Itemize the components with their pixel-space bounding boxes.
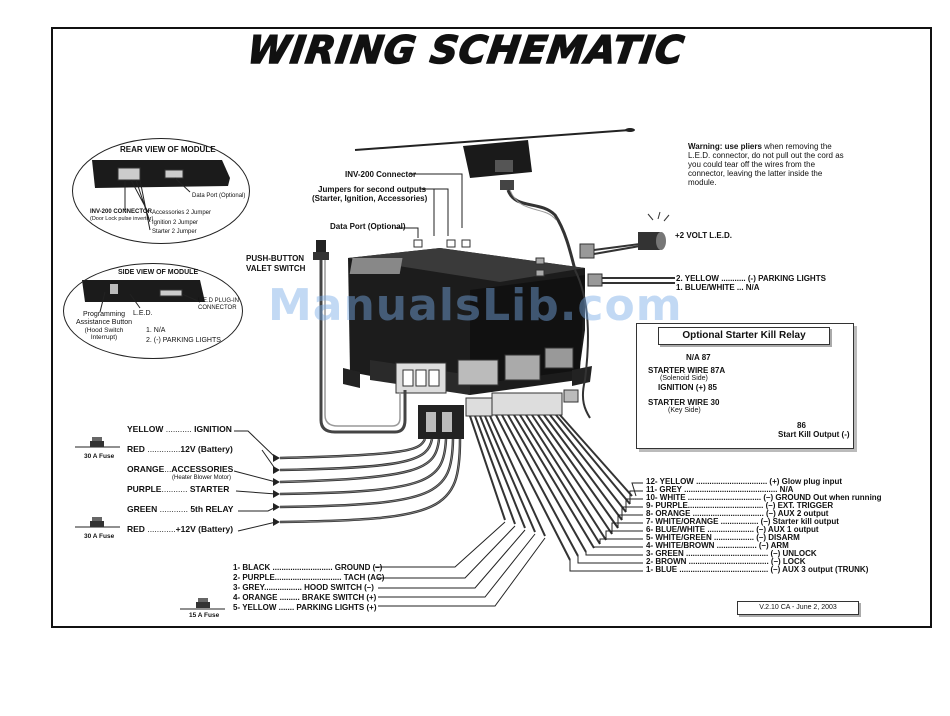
warning-note: Warning: use pliers when removing the L.… <box>688 142 848 187</box>
side-pin2-label: 2. (-) PARKING LIGHTS <box>146 337 221 344</box>
rear-ignition-jumper: Ignition 2 Jumper <box>152 220 199 226</box>
led-connector <box>563 211 675 419</box>
relay-ignition85: IGNITION (+) 85 <box>658 383 717 392</box>
rear-view-oval <box>72 138 250 244</box>
five-pin-4: 4- ORANGE ......... BRAKE SWITCH (+) <box>233 593 377 602</box>
heavy-wire-4: PURPLE........... STARTER <box>127 484 229 494</box>
fuse-label-3: 15 A Fuse <box>189 612 220 619</box>
twelve-pin-12: 12- YELLOW .............................… <box>646 477 843 486</box>
yellow-parking-label: 2. YELLOW ........... (-) PARKING LIGHTS <box>676 274 826 283</box>
wire-function: IGNITION <box>194 424 232 434</box>
side-prog-sub-label: (Hood Switch Interrupt) <box>84 327 124 341</box>
wire-name: RED <box>127 444 145 454</box>
watermark: ManualsLib.com <box>268 280 683 331</box>
wire-name: YELLOW <box>127 424 164 434</box>
five-pin-connector <box>375 397 546 607</box>
wire-dots: ... <box>164 464 172 474</box>
heavy-wire-5: GREEN ............ 5th RELAY <box>127 504 233 514</box>
version-label: V.2.10 CA - June 2, 2003 <box>737 601 859 615</box>
blue-white-na-label: 1. BLUE/WHITE ... N/A <box>676 283 760 292</box>
antenna-module <box>354 128 635 271</box>
twelve-pin-1: 1- BLUE ................................… <box>646 565 869 574</box>
rear-view-title: REAR VIEW OF MODULE <box>120 145 216 154</box>
heavy-wire-1: YELLOW ........... IGNITION <box>127 424 232 434</box>
twelve-pin-4: 4- WHITE/BROWN .................. (–) AR… <box>646 541 789 550</box>
side-view-title: SIDE VIEW OF MODULE <box>118 269 199 276</box>
wire-dots: ............ <box>159 504 188 514</box>
rear-starter-jumper: Starter 2 Jumper <box>152 229 197 235</box>
wire-function: +12V (Battery) <box>175 524 234 534</box>
side-led-label: L.E.D. <box>133 310 153 317</box>
heavy-wire-3: ORANGE...ACCESSORIES <box>127 464 233 474</box>
twelve-pin-11: 11- GREY ...............................… <box>646 485 794 494</box>
side-view-oval <box>63 263 243 359</box>
valet-switch-label-2: VALET SWITCH <box>246 264 306 273</box>
rear-inv-connector-label: INV-200 CONNECTOR <box>90 209 152 215</box>
warning-text: when removing the L.E.D. connector, do n… <box>688 142 844 187</box>
heavy-wire-6: RED ............+12V (Battery) <box>127 524 233 534</box>
wire-name: ORANGE <box>127 464 165 474</box>
twelve-pin-connector <box>491 392 643 572</box>
side-prog-button-label: Programming Assistance Button <box>75 311 133 326</box>
twelve-pin-3: 3- GREEN ...............................… <box>646 549 817 558</box>
twelve-pin-9: 9- PURPLE...............................… <box>646 501 834 510</box>
wire-dots: ........... <box>165 424 192 434</box>
five-pin-2: 2- PURPLE.............................. … <box>233 573 385 582</box>
twelve-pin-5: 5- WHITE/GREEN .................. (–) DI… <box>646 533 800 542</box>
twelve-pin-10: 10- WHITE ..............................… <box>646 493 882 502</box>
wire-dots: .............. <box>147 444 181 454</box>
twelve-pin-8: 8- ORANGE ..............................… <box>646 509 829 518</box>
relay-title: Optional Starter Kill Relay <box>658 327 830 345</box>
twelve-pin-7: 7- WHITE/ORANGE ................. (–) St… <box>646 517 839 526</box>
rear-inv-sub-label: (Door Lock pulse inverter) <box>90 216 154 222</box>
fuse-label-1: 30 A Fuse <box>84 453 115 460</box>
five-pin-5: 5- YELLOW ....... PARKING LIGHTS (+) <box>233 603 377 612</box>
relay-86-label: Start Kill Output (-) <box>778 430 850 439</box>
valet-switch-label-1: PUSH-BUTTON <box>246 254 305 263</box>
wire-name: RED <box>127 524 145 534</box>
jumpers-sub-label: (Starter, Ignition, Accessories) <box>312 194 428 203</box>
warning-bold: Warning: use pliers <box>688 142 762 151</box>
fuse-icon <box>75 437 225 610</box>
led-volt-label: +2 VOLT L.E.D. <box>675 231 732 240</box>
relay-starter87a: STARTER WIRE 87A <box>648 366 726 375</box>
rear-data-port-label: Data Port (Optional) <box>192 193 246 199</box>
five-pin-3: 3- GREY................. HOOD SWITCH (–) <box>233 583 374 592</box>
fuse-label-2: 30 A Fuse <box>84 533 115 540</box>
wire-function: 12V (Battery) <box>180 444 233 454</box>
heavy-wire-2: RED ..............12V (Battery) <box>127 444 233 454</box>
side-led-plug-label: L.E.D PLUG-IN CONNECTOR <box>198 298 240 311</box>
twelve-pin-6: 6- BLUE/WHITE ..................... (–) … <box>646 525 819 534</box>
five-pin-1: 1- BLACK ........................... GRO… <box>233 563 383 572</box>
heavy-wire-3-sub: (Heater Blower Motor) <box>172 475 232 481</box>
wire-dots: ........... <box>161 484 188 494</box>
valet-switch <box>313 240 407 434</box>
twelve-pin-2: 2- BROWN ...............................… <box>646 557 806 566</box>
wire-name: GREEN <box>127 504 158 514</box>
heavy-connector <box>279 405 464 524</box>
side-pin1-label: 1. N/A <box>146 327 166 334</box>
relay-starter87a-sub: (Solenoid Side) <box>660 375 708 382</box>
relay-starter30: STARTER WIRE 30 <box>648 398 720 407</box>
main-module <box>343 239 592 395</box>
page-title: WIRING SCHEMATIC <box>244 27 688 73</box>
jumpers-label: Jumpers for second outputs <box>318 185 427 194</box>
wire-function: ACCESSORIES <box>171 464 234 474</box>
relay-starter30-sub: (Key Side) <box>668 407 701 414</box>
inv200-connector-label: INV-200 Connector <box>345 170 417 179</box>
wire-dots: ............ <box>147 524 176 534</box>
data-port-label: Data Port (Optional) <box>330 222 406 231</box>
wire-function: 5th RELAY <box>190 504 234 514</box>
rear-accessories-jumper: Accessories 2 Jumper <box>152 210 212 216</box>
relay-86: 86 <box>797 421 806 430</box>
wire-function: STARTER <box>189 484 230 494</box>
relay-na87: N/A 87 <box>686 353 711 362</box>
wire-name: PURPLE <box>127 484 162 494</box>
